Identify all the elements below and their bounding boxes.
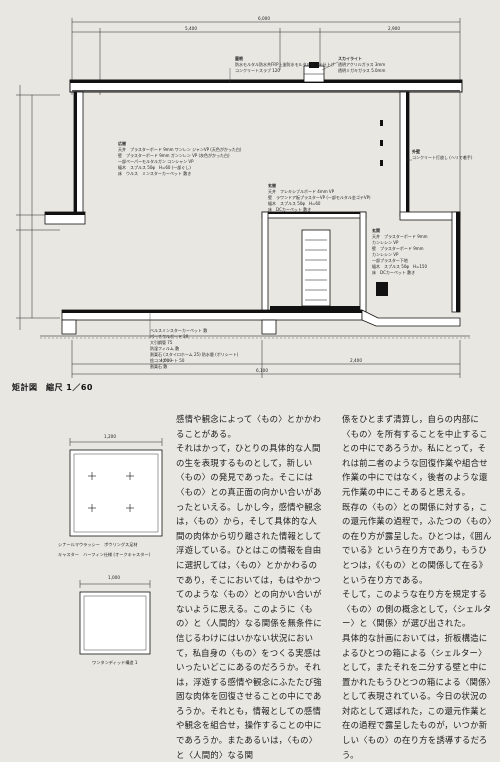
skylight-line1: 透明アクリルガラス 3mm	[338, 61, 385, 67]
room3-line3: 壁 プラスターボード 9mm	[372, 245, 424, 251]
wall-ticks	[380, 120, 383, 166]
right-wall	[399, 91, 410, 217]
fig1-caption-1: シナールマウラッシー ボウリングス足材	[58, 542, 138, 547]
skylight-line2: 透明ミガキガラス 5.0mm	[338, 67, 385, 73]
dim-top-left: 5,400	[185, 26, 197, 31]
dim-bottom-left: 4,000	[160, 358, 172, 363]
paragraph: 具体的な計画においては，折板構造によるひとつの箱による〈シェルター〉として，また…	[342, 632, 492, 760]
small-figures	[69, 438, 163, 655]
room3-line5: 一部プラスター下地	[372, 257, 408, 263]
roof-title: 屋根	[235, 55, 243, 61]
floor-line4: 防湿フィルム 敷	[150, 345, 179, 351]
floor-line3: 大引鋼管 75	[150, 339, 173, 345]
room2-line3: 幅木 スプルス 50φ H=60	[268, 200, 321, 206]
left-wall	[73, 91, 84, 219]
floor-line7: 割栗石 敷	[150, 363, 167, 369]
room3-line1: 天井 プラスターボード 9mm	[372, 233, 428, 239]
room3-line7: 床 DCカーペット 敷き	[372, 269, 415, 275]
fig1-caption-2: キャスター ハーフィン仕様 (オークキャスター)	[58, 552, 151, 557]
room3-line6: 幅木 スプルス 50φ H=150	[372, 263, 427, 269]
fig1-dim: 1,200	[104, 434, 116, 439]
section-drawing: 6,000 5,400 2,900	[16, 16, 473, 378]
dim-top-overall: 6,000	[258, 16, 270, 21]
floor-line2: パーチクルボード 20	[150, 333, 189, 339]
dim-top-right: 2,900	[388, 26, 400, 31]
exterior-line1: コンクリート打放し (ヘリで着手)	[412, 154, 473, 160]
right-annex	[399, 211, 461, 313]
leader-lines	[149, 61, 412, 338]
paragraph: それはかって，ひとりの具体的な人間の生を表現するものとして，新しい〈もの〉の発見…	[176, 443, 322, 760]
left-dimensions	[16, 85, 60, 330]
top-dimensions	[71, 18, 461, 240]
fig2-dim: 1,000	[108, 575, 120, 580]
roof-slab	[69, 79, 463, 93]
fixture	[376, 282, 388, 296]
room1-line5: 床 ウルス ミンスターカーペット 敷き	[118, 170, 191, 176]
floor-line6: 捨コンクリート 50	[150, 357, 185, 363]
room1-line1: 天井 プラスターボード 9mm ワンレン ジャンVP (天色がかった白)	[118, 146, 242, 152]
room1-line2: 壁 プラスターボード 9mm ガンンレン VP (灰色がかった白)	[118, 152, 230, 158]
drawing-caption: 矩計図 縮尺 1／60	[12, 383, 93, 392]
fig2-caption: ワンタンディッド構造 1	[92, 660, 138, 665]
room3-line2: カンレシン VP	[372, 240, 399, 245]
room2-line1: 天井 フレキシブルボード 4mm VP	[268, 188, 335, 194]
room1-line3: 一部ペーパーモルタルガン コンシャン VP	[118, 158, 194, 164]
roof-line1: 防水モルタル防水共FRP上塗防水モルタル金ゴテ仕上げ	[235, 61, 335, 67]
exterior-title: 外壁	[411, 148, 420, 154]
text-column-2: 係をひとまず清算し，自らの内部に〈もの〉を所有することを中止することの中にであろ…	[342, 412, 492, 762]
dim-bottom-right: 2,400	[350, 358, 362, 363]
bottom-dimensions	[71, 340, 461, 378]
door	[301, 229, 331, 307]
room2-line2: 壁 ラワンドア板プラスターVP (一部モルタル金ゴテVP)	[268, 194, 371, 200]
paragraph: 感情や観念によって〈もの〉とかかわることがある。	[176, 414, 322, 439]
roof-line2: コンクリートスラブ 120	[235, 67, 280, 73]
floor-line1: ベルスミンスターカーペット 敷	[150, 327, 207, 333]
room1-title: 広間	[118, 140, 126, 146]
left-overhang	[44, 211, 86, 225]
figure-1	[69, 438, 163, 537]
room3-title: 玄関	[372, 227, 380, 233]
room1-line4: 幅木 スプルス 50φ H=60 (一部ぐし)	[118, 164, 191, 170]
room2-line4: 床 DCカーペット 敷き	[268, 206, 311, 212]
room2-title: 玄間	[268, 182, 276, 188]
inner-box	[261, 211, 367, 313]
dim-bottom-overall: 6,100	[256, 368, 268, 373]
floor-slab	[40, 309, 470, 339]
floor-line5: 割栗石 (スタイロホーム 25) 防水層 (ポリシート)	[150, 351, 239, 357]
room3-line4: カンレシン VP	[372, 252, 399, 257]
paragraph: 既存の〈もの〉との関係に対する，この還元作業の過程で，ふたつの〈もの〉の在り方が…	[342, 501, 492, 585]
skylight	[303, 62, 325, 83]
paragraph: 係をひとまず清算し，自らの内部に〈もの〉を所有することを中止することの中にであろ…	[342, 414, 488, 497]
skylight-title: スカイライト	[338, 55, 362, 61]
text-column-1: 感情や観念によって〈もの〉とかかわることがある。 それはかって，ひとりの具体的な…	[176, 412, 324, 762]
paragraph: そして，このような在り方を規定する〈もの〉の側の概念として，〈シェルター〉と〈関…	[342, 589, 492, 629]
figure-2	[79, 580, 151, 655]
document-page: 6,000 5,400 2,900	[12, 16, 492, 760]
